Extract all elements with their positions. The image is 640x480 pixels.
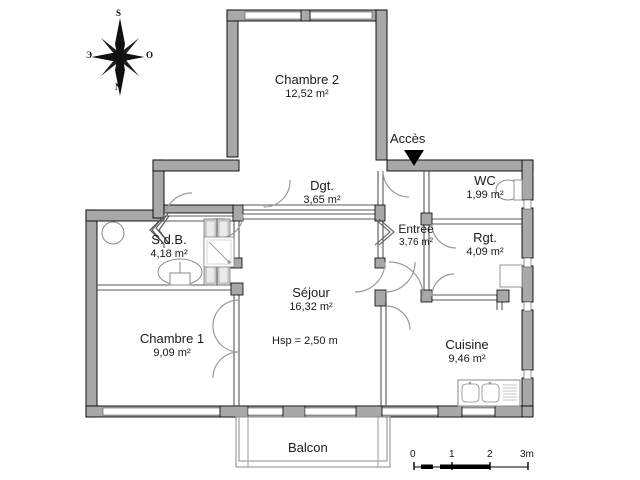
access-arrow-icon [404,150,424,166]
scale-bar-graphic [413,462,529,470]
wc-fixtures [495,179,523,201]
window-openings-bottom [102,405,523,418]
shower-icon [203,236,235,268]
compass-north-label: N [115,82,122,92]
door-swings [151,170,457,379]
window-openings-top [244,9,373,22]
compass-west-label: O [146,50,154,60]
access-label: Accès [390,131,426,146]
kitchen-sink [457,379,521,407]
rgt-fixtures [499,264,523,288]
ceiling-height-note: Hsp = 2,50 m [272,335,338,347]
compass-east-label: Э [86,50,93,60]
compass-labels: S N Э O [0,0,640,120]
scale-tick-2: 2 [487,449,493,460]
compass-south-label: S [116,8,122,18]
sink-icon [101,221,125,245]
window-openings-right [523,199,532,380]
room-name-balcon: Balcon [288,440,328,455]
balcony-outline [235,416,391,468]
scale-tick-3: 3m [520,449,534,460]
scale-tick-1: 1 [449,449,455,460]
compass-rose-icon [92,18,144,96]
storage-icon [499,264,523,288]
dgt-angled-walls [149,213,395,248]
bathroom-fixtures [101,221,235,286]
scale-tick-0: 0 [410,449,416,460]
